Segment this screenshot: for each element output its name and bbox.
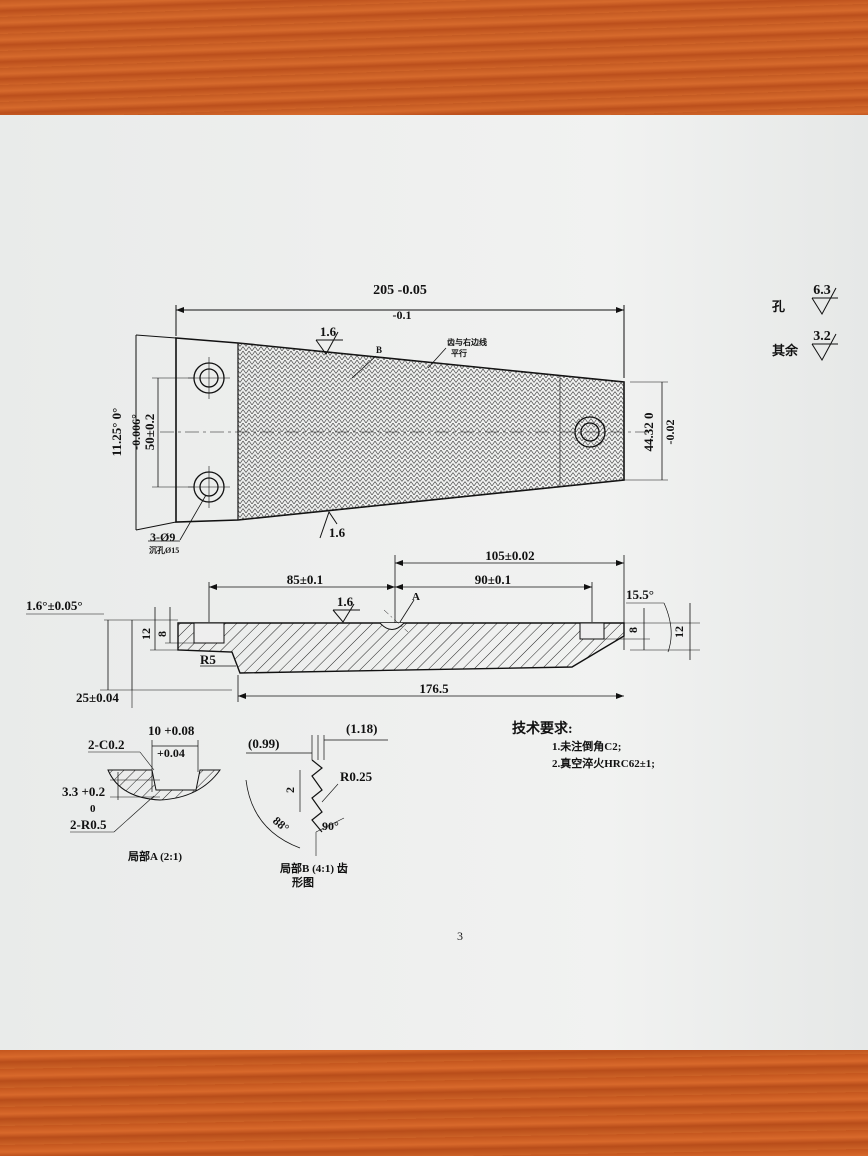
label-b: B xyxy=(376,345,382,355)
r025-callout: R0.25 xyxy=(340,769,373,784)
detail-b-caption-1: 局部B (4:1) 齿 xyxy=(279,861,348,875)
holes-note: 沉孔Ø15 xyxy=(149,545,179,555)
hole-top-left xyxy=(188,357,230,399)
dim-12-left: 12 xyxy=(139,628,153,640)
r5-callout: R5 xyxy=(200,652,216,667)
dim-33: 3.3 +0.2 xyxy=(62,784,105,799)
parallel-note: 齿与右边线 xyxy=(447,337,487,347)
right-height-tol: -0.02 xyxy=(663,420,677,445)
top-view: 205 -0.05 -0.1 xyxy=(109,283,677,555)
surface-bottom-symbol: 1.6 xyxy=(329,525,346,540)
angle-left-dim: 1.6°±0.05° xyxy=(26,598,83,613)
drawing-sheet xyxy=(0,115,868,1050)
dim-90: 90±0.1 xyxy=(475,572,511,587)
dim-2: 2 xyxy=(283,787,297,793)
detail-b: (0.99) (1.18) 2 R0.25 90° 88° 局部B (4:1) … xyxy=(245,721,388,889)
page-number: 3 xyxy=(457,929,463,943)
label-a: A xyxy=(412,591,420,603)
wood-table-bottom xyxy=(0,1050,868,1156)
roughness-notes: 孔 6.3 其余 3.2 xyxy=(772,283,838,361)
detail-b-caption-2: 形图 xyxy=(292,876,314,889)
dim-8-left: 8 xyxy=(155,631,169,637)
surface-top-symbol: 1.6 xyxy=(320,324,337,339)
overall-width-dim: 205 -0.05 xyxy=(373,283,427,298)
technical-requirements: 技术要求: 1.未注倒角C2; 2.真空淬火HRC62±1; xyxy=(512,720,655,770)
radius-callout: 2-R0.5 xyxy=(70,817,107,832)
dim-33-tol: 0 xyxy=(90,803,96,815)
detail-a: 10 +0.08 +0.04 2-C0.2 3.3 +0.2 0 2-R0.5 … xyxy=(62,723,221,863)
dim-118: (1.18) xyxy=(346,721,377,736)
right-height-dim: 44.32 0 xyxy=(641,413,656,452)
dim-85: 85±0.1 xyxy=(287,572,323,587)
roughness-hole-value: 6.3 xyxy=(813,283,831,298)
dim-10-tol: +0.04 xyxy=(157,746,185,760)
tech-req-item-2: 2.真空淬火HRC62±1; xyxy=(552,756,655,770)
hole-spacing-dim: 50±0.2 xyxy=(142,414,157,450)
side-view: 105±0.02 85±0.1 90±0.1 1.6 A 12 xyxy=(26,548,700,708)
angle-90: 90° xyxy=(322,819,339,833)
roughness-hole-label: 孔 xyxy=(772,299,785,314)
angle-tol-dim: -0.006° xyxy=(129,414,143,450)
angle-dim: 11.25° 0° xyxy=(109,408,124,457)
chamfer-callout: 2-C0.2 xyxy=(88,737,124,752)
dim-8-right: 8 xyxy=(626,627,640,633)
side-surface-symbol: 1.6 xyxy=(337,594,354,609)
wood-table-top xyxy=(0,0,868,115)
detail-a-caption: 局部A (2:1) xyxy=(127,849,182,863)
roughness-other-label: 其余 xyxy=(772,343,799,358)
overall-width-tol: -0.1 xyxy=(393,308,412,322)
parallel-note-2: 平行 xyxy=(451,348,467,358)
dim-099: (0.99) xyxy=(248,736,279,751)
angle-88: 88° xyxy=(270,814,292,836)
tech-req-title: 技术要求: xyxy=(512,720,573,737)
hole-right xyxy=(574,416,606,448)
angle-right-dim: 15.5° xyxy=(626,587,654,602)
holes-callout: 3-Ø9 xyxy=(150,530,175,544)
hole-bottom-left xyxy=(188,466,230,508)
dim-12-right: 12 xyxy=(672,626,686,638)
dim-25: 25±0.04 xyxy=(76,690,119,705)
dim-176: 176.5 xyxy=(419,681,449,696)
dim-10: 10 +0.08 xyxy=(148,723,195,738)
roughness-other-value: 3.2 xyxy=(813,329,831,344)
dim-105: 105±0.02 xyxy=(485,548,534,563)
tech-req-item-1: 1.未注倒角C2; xyxy=(552,739,621,753)
